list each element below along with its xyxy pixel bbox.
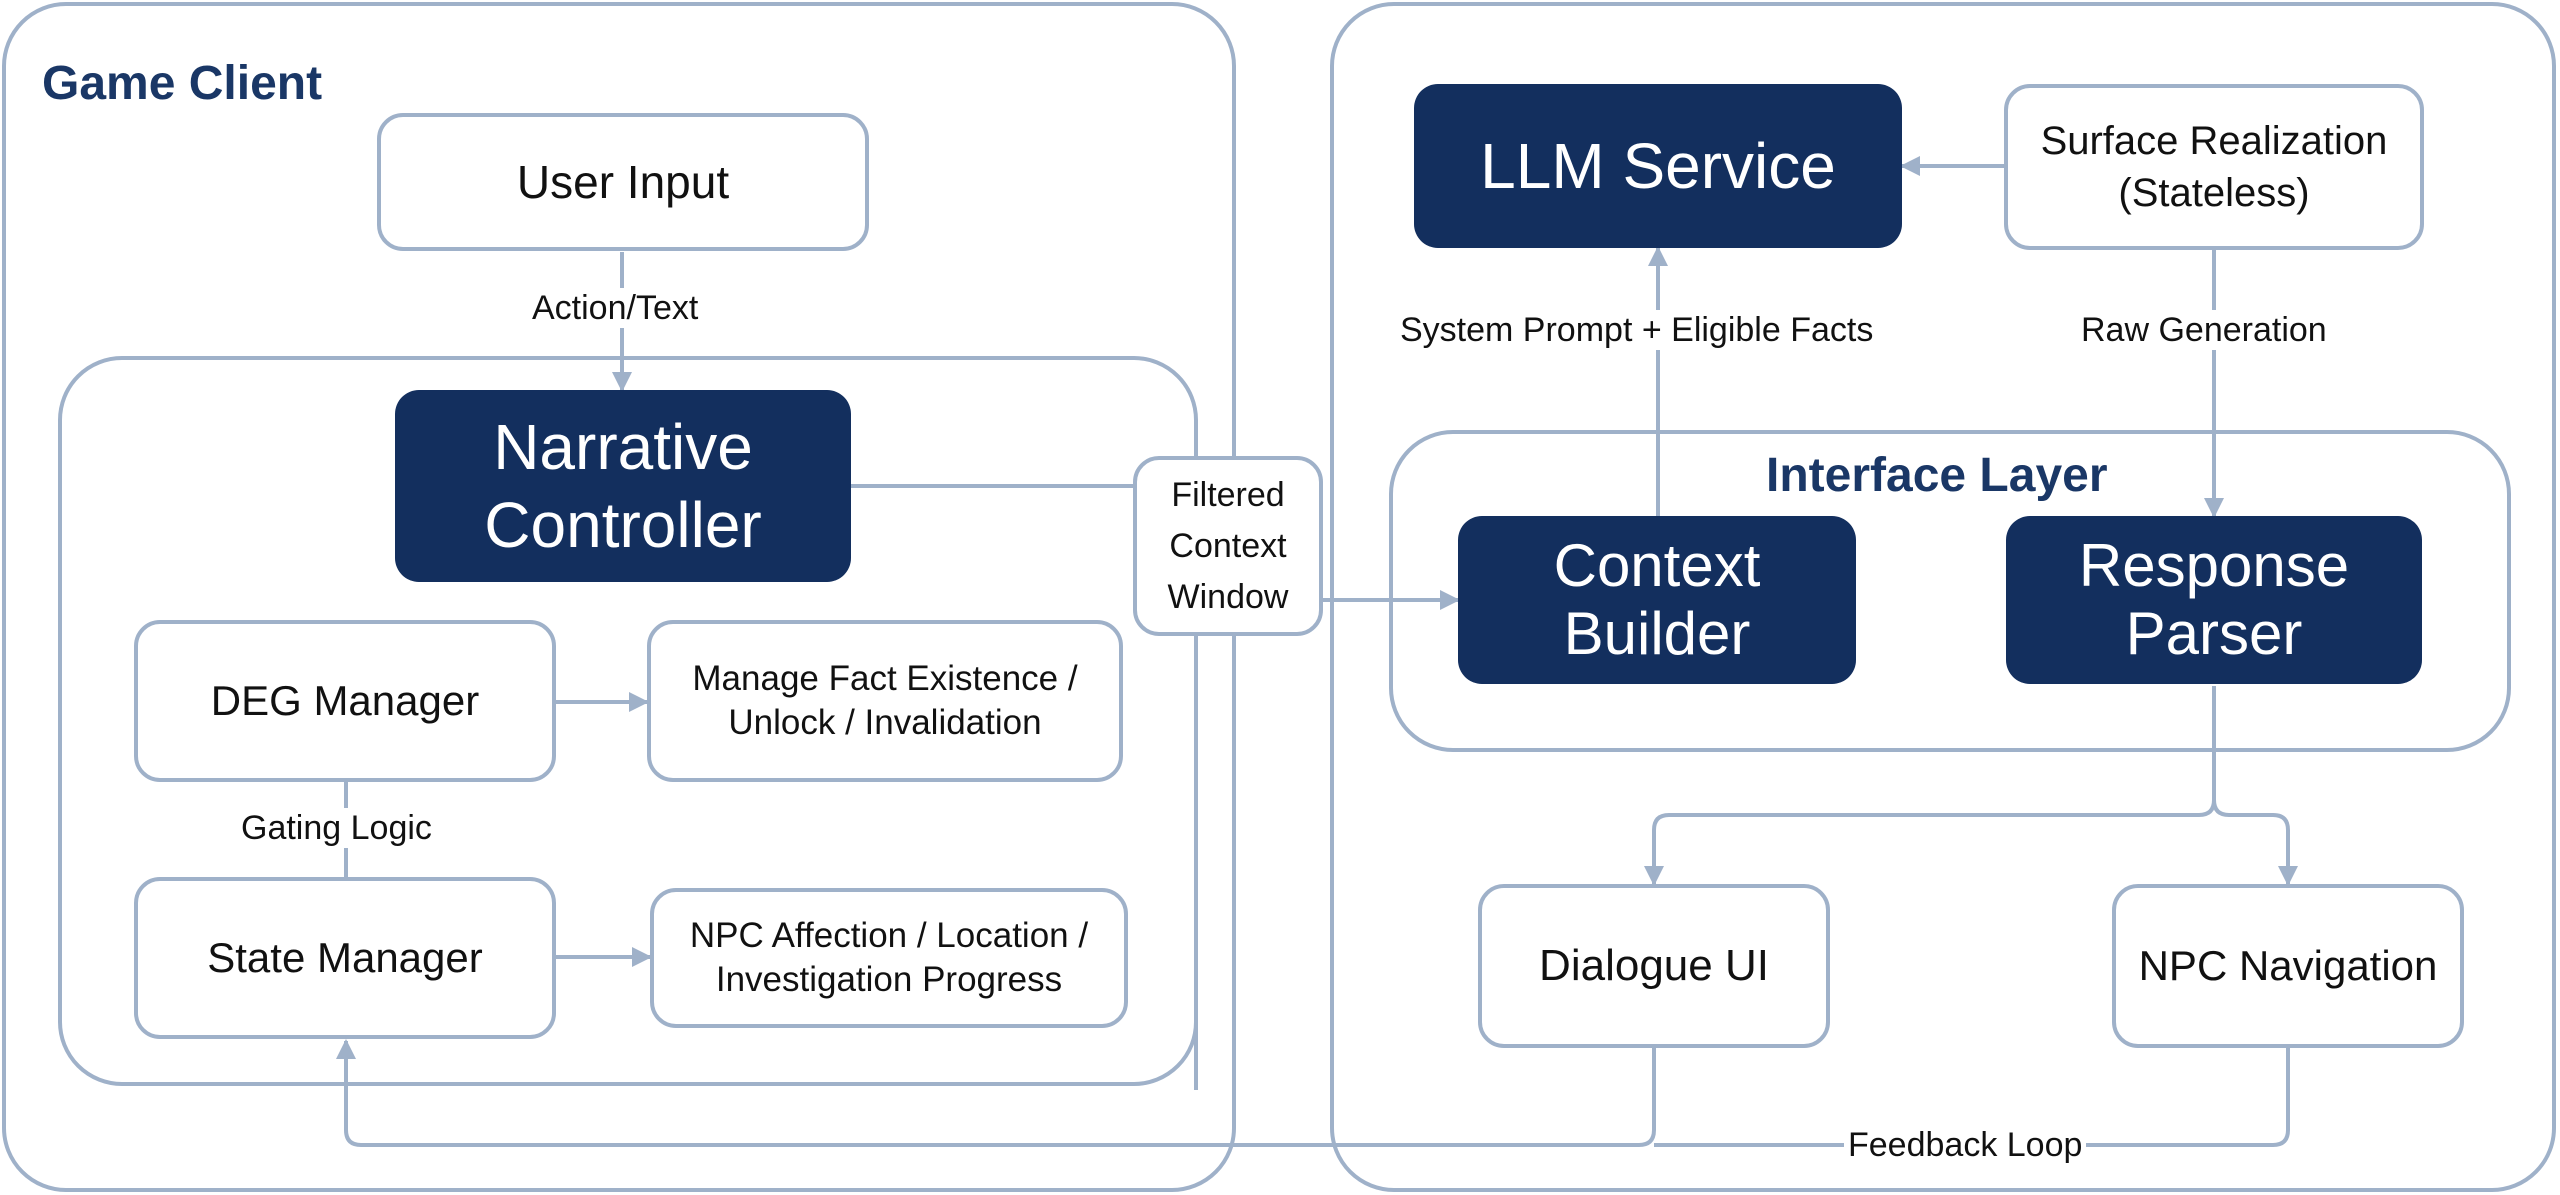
- deg-manager-box: DEG Manager: [134, 620, 556, 782]
- user-input-box: User Input: [377, 113, 869, 251]
- feedback-loop-line-right: [1654, 1048, 2290, 1147]
- context-builder-box: Context Builder: [1458, 516, 1856, 684]
- arrow-parser-to-navigation: [2212, 799, 2298, 886]
- narrative-controller-box: Narrative Controller: [395, 390, 851, 582]
- npc-navigation-box: NPC Navigation: [2112, 884, 2464, 1048]
- response-parser-box: Response Parser: [2006, 516, 2422, 684]
- state-manager-box: State Manager: [134, 877, 556, 1039]
- game-client-title: Game Client: [42, 57, 323, 110]
- system-prompt-label: System Prompt + Eligible Facts: [1396, 310, 1878, 350]
- interface-layer-title: Interface Layer: [1766, 449, 2108, 502]
- dialogue-ui-box: Dialogue UI: [1478, 884, 1830, 1048]
- llm-service-box: LLM Service: [1414, 84, 1902, 248]
- surface-realization-box: Surface Realization (Stateless): [2004, 84, 2424, 250]
- action-text-label: Action/Text: [528, 288, 703, 328]
- filtered-context-window-box: Filtered Context Window: [1133, 456, 1323, 636]
- deg-note-box: Manage Fact Existence / Unlock / Invalid…: [647, 620, 1123, 782]
- state-note-box: NPC Affection / Location / Investigation…: [650, 888, 1128, 1028]
- raw-generation-label: Raw Generation: [2077, 310, 2331, 350]
- server-panel: [1330, 2, 2556, 1192]
- feedback-loop-label: Feedback Loop: [1844, 1125, 2087, 1165]
- interface-layer-panel: [1389, 430, 2511, 752]
- gating-logic-label: Gating Logic: [237, 808, 436, 848]
- feedback-loop-line: [336, 1039, 1656, 1147]
- controller-group-panel: [58, 356, 1198, 1086]
